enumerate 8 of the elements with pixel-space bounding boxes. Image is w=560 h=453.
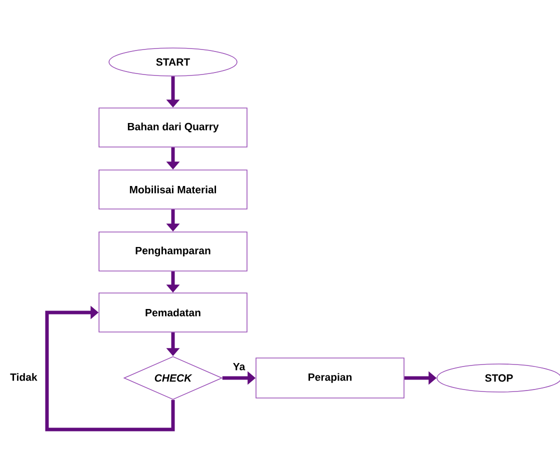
process-box: Bahan dari Quarry — [98, 108, 248, 148]
arrow — [45, 306, 175, 432]
process-box: Mobilisai Material — [98, 170, 248, 210]
edge-label: Tidak — [8, 372, 39, 382]
edge-label: Ya — [231, 361, 247, 372]
process-box: Perapian — [256, 358, 404, 398]
process-box: Pemadatan — [98, 292, 248, 332]
process-box: Penghamparan — [98, 232, 248, 272]
